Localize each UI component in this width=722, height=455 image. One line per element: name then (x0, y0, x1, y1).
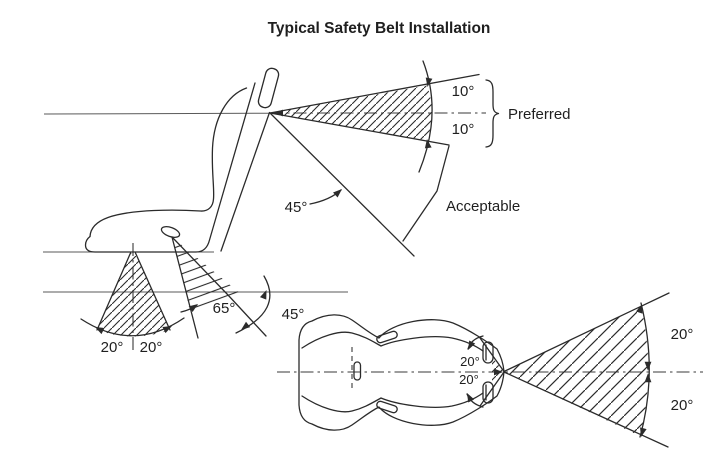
topview-cone-hatch (504, 306, 649, 436)
upper-10deg-line (269, 73, 480, 114)
arrowheads (95, 77, 652, 437)
preferred-arc-arrow-bottom (424, 139, 432, 149)
shoulder-reference-line (43, 112, 271, 115)
buckle-fan-hatch (172, 237, 241, 314)
topview-center-arrow-up (644, 373, 652, 383)
slot-arrow-lower (467, 393, 475, 403)
preferred-bracket (485, 79, 500, 148)
seat-top-inner-contour-upper (301, 331, 484, 352)
shoulder-slot-lower (376, 400, 398, 414)
apex-arrow-side (274, 109, 283, 117)
topview-arc-arrow-bottom (640, 427, 647, 437)
lower-10deg-label: 10° (452, 121, 475, 138)
preferred-angle-arc (418, 60, 433, 173)
anchor-cone-arrow-left (95, 327, 105, 335)
belt-slot-lower (482, 381, 494, 404)
apex-arrow-top (494, 368, 503, 376)
acceptable-45deg-label: 45° (285, 199, 308, 216)
topview-center-arrow-down (644, 361, 652, 371)
preferred-zone-hatch (270, 85, 432, 141)
seat-cushion-profile (89, 87, 248, 238)
lower-10deg-line (269, 112, 450, 146)
anchor-cone-arc (80, 317, 185, 337)
buckle-leader-arrow (188, 304, 198, 312)
slot-lower-20deg-label: 20° (459, 372, 479, 387)
topview-arc-arrow-top (635, 304, 643, 314)
acceptable-label: Acceptable (446, 198, 520, 215)
floor-arc-arrow-bottom (241, 321, 251, 330)
anchor-cone-left-label: 20° (101, 339, 124, 356)
belt-anchor-buckle (160, 226, 181, 238)
belt-guide-loop (257, 67, 280, 109)
anchor-cone-hatch (97, 253, 170, 337)
anchor-cone-right-label: 20° (140, 339, 163, 356)
buckle-65deg-label: 65° (213, 300, 236, 317)
preferred-arc-arrow-top (425, 77, 433, 87)
acceptable-leader-arrow (333, 189, 342, 198)
slot-upper-20deg-label: 20° (460, 354, 480, 369)
anchor-cone-left-edge (96, 252, 132, 331)
belt-slot-upper (482, 341, 494, 364)
upper-10deg-label: 10° (452, 83, 475, 100)
spread-lower-20deg-label: 20° (671, 397, 694, 414)
topview-buckle (353, 361, 362, 381)
spread-upper-20deg-label: 20° (671, 326, 694, 343)
floor-45deg-label: 45° (282, 306, 305, 323)
acceptable-45deg-line (269, 112, 415, 257)
shoulder-slot-upper (376, 330, 398, 344)
floor-angle-arc (235, 275, 271, 334)
seat-shell-outline (84, 82, 256, 253)
preferred-label: Preferred (508, 106, 571, 123)
slot-arrow-upper (468, 340, 476, 350)
anchor-cone-right-edge (134, 252, 171, 331)
figure-title: Typical Safety Belt Installation (268, 20, 491, 37)
buckle-65deg-line (171, 236, 199, 339)
seatback-rear-edge (220, 111, 271, 252)
anchor-cone-arrow-right (162, 326, 172, 334)
floor-arc-arrow-top (259, 290, 267, 300)
seat-top-inner-contour-lower (301, 392, 484, 413)
topview-cone-arc (639, 302, 650, 438)
acceptable-zone-edge (402, 145, 450, 242)
